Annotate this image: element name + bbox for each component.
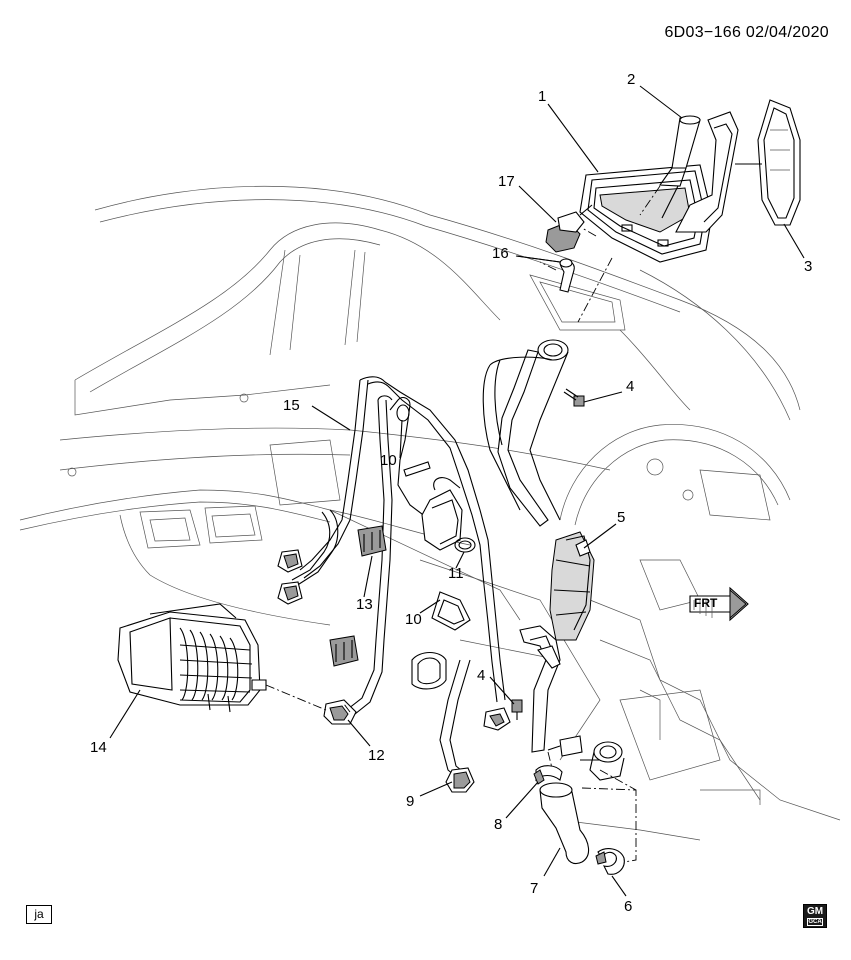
callout-5: 5: [617, 509, 625, 526]
callout-13: 13: [356, 596, 373, 613]
pipe-connector: [483, 707, 511, 731]
gm-logo-subtext: GCA: [807, 918, 823, 926]
callout-9: 9: [406, 793, 414, 810]
callout-8: 8: [494, 816, 502, 833]
drain-hose: [559, 258, 575, 293]
tank-fitting: [580, 741, 625, 781]
fuel-door: [757, 99, 801, 226]
fuel-door-hinge: [675, 111, 739, 233]
callout-11: 11: [448, 565, 464, 582]
gm-logo-text: GM: [806, 906, 824, 917]
callout-14: 14: [90, 739, 107, 756]
relationship-lines: [343, 185, 661, 863]
callout-2: 2: [627, 71, 635, 88]
seal-upper: [396, 404, 431, 477]
front-direction-label: FRT: [694, 596, 718, 610]
vapor-lines: [291, 376, 506, 781]
canister-connector: [265, 684, 357, 725]
diagram-code: 6D03−166 02/04/2020: [664, 24, 829, 41]
callout-10-lower: 10: [405, 611, 422, 628]
bolt-upper: [563, 388, 585, 407]
callout-15: 15: [283, 397, 300, 414]
callout-4: 4: [626, 378, 634, 395]
front-direction-arrow: FRT: [689, 586, 749, 622]
filler-hose: [539, 782, 590, 865]
hose-clamp-lower: [595, 848, 625, 875]
vehicle-body-outline: [19, 185, 841, 841]
callout-12: 12: [368, 747, 385, 764]
hose-clamp: [533, 765, 563, 785]
bolt-lower: [511, 699, 523, 720]
callout-3: 3: [804, 258, 812, 275]
diagram-tag: ja: [26, 905, 52, 924]
lower-filler-pipe: [519, 625, 583, 757]
gasket-lower: [411, 591, 471, 690]
callout-10-upper: 10: [380, 452, 397, 469]
fuel-pipe-shield: [549, 531, 595, 641]
vent-hose-end: [445, 767, 475, 793]
fuel-door-housing: [579, 164, 713, 263]
callout-17: 17: [498, 173, 515, 190]
callout-7: 7: [530, 880, 538, 897]
fuel-door-actuator: [545, 204, 593, 253]
callout-4-lower: 4: [477, 667, 485, 684]
callout-1: 1: [538, 88, 546, 105]
fuel-filler-pipe: [482, 339, 569, 527]
callout-6: 6: [624, 898, 632, 915]
o-ring: [454, 537, 476, 553]
line-connectors: [277, 549, 303, 605]
fuel-funnel: [658, 115, 701, 219]
callout-16: 16: [492, 245, 509, 262]
purge-valve: [421, 477, 463, 551]
evap-canister: [117, 603, 267, 713]
line-clips: [329, 525, 387, 667]
gm-logo: GM GCA: [803, 904, 827, 928]
leader-lines: [109, 85, 805, 897]
callouts: 1 2 3 4 5 6 7 8 9 10 11 12 13 14 15 16 1…: [90, 71, 812, 915]
